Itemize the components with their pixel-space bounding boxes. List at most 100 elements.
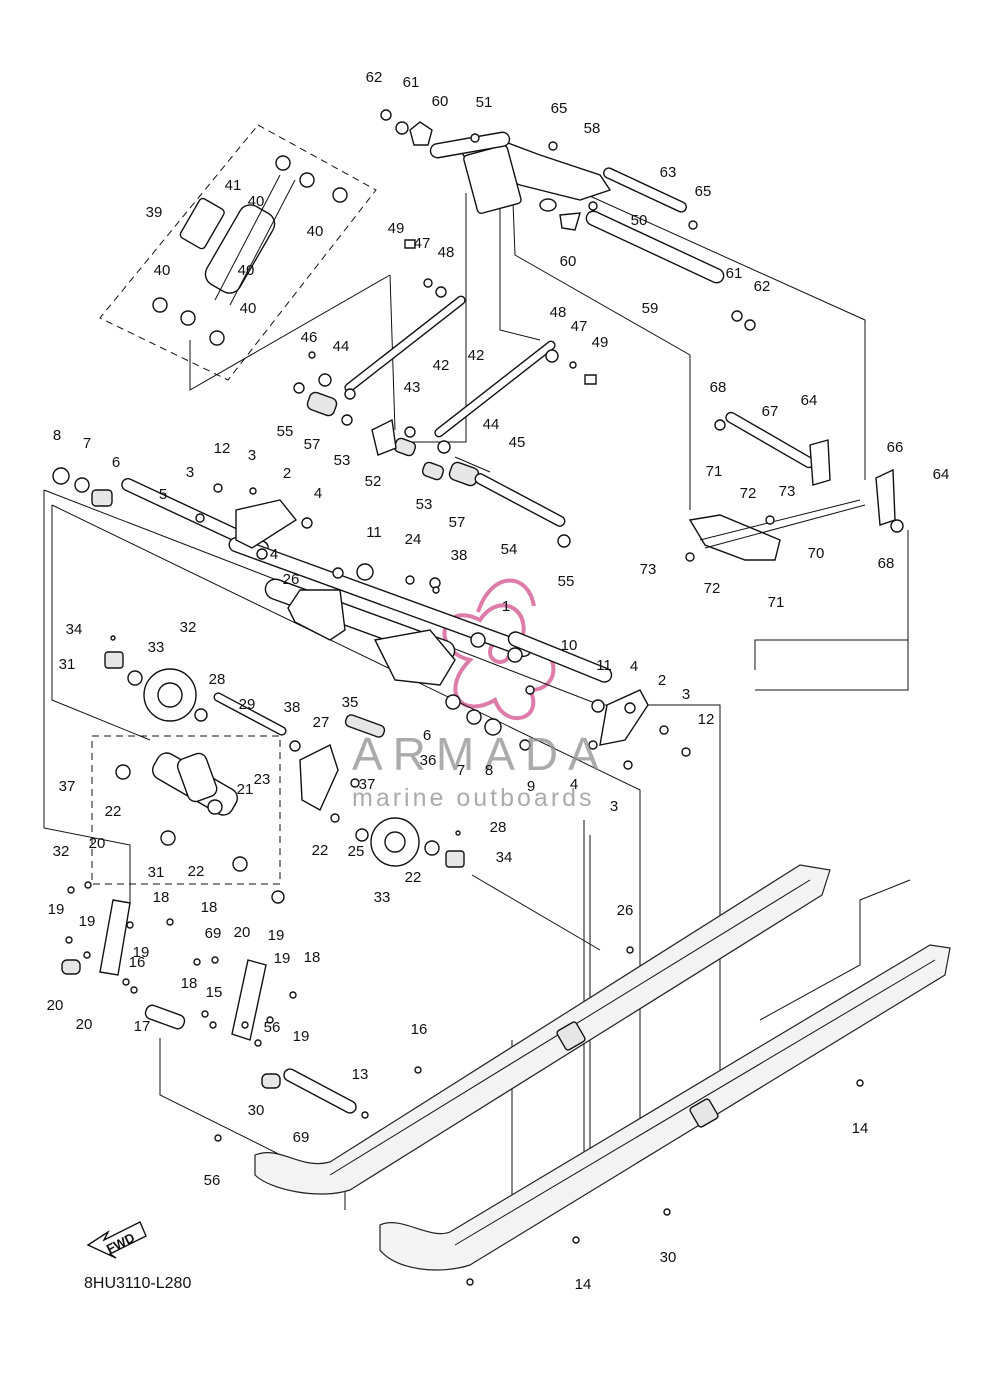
callout-number: 38	[284, 699, 301, 716]
callout-number: 4	[630, 658, 638, 675]
callout-number: 12	[698, 711, 715, 728]
callout-number: 26	[283, 571, 300, 588]
callout-number: 22	[188, 863, 205, 880]
callout-number: 60	[432, 93, 449, 110]
callout-number: 34	[496, 849, 513, 866]
callout-number: 62	[366, 69, 383, 86]
callout-number: 63	[660, 164, 677, 181]
callout-number: 32	[53, 843, 70, 860]
callout-number: 22	[312, 842, 329, 859]
callout-number: 57	[304, 436, 321, 453]
callout-number: 33	[148, 639, 165, 656]
callout-number: 42	[468, 347, 485, 364]
callout-number: 69	[293, 1129, 310, 1146]
callout-number: 49	[592, 334, 609, 351]
callout-number: 33	[374, 889, 391, 906]
callout-number: 54	[501, 541, 518, 558]
callout-number: 65	[695, 183, 712, 200]
callout-number: 40	[307, 223, 324, 240]
callout-number: 67	[762, 403, 779, 420]
callout-number: 14	[575, 1276, 592, 1293]
callout-number: 53	[334, 452, 351, 469]
callout-number: 60	[560, 253, 577, 270]
callout-number: 20	[89, 835, 106, 852]
callout-number: 51	[476, 94, 493, 111]
diagram-code: 8HU3110-L280	[84, 1275, 191, 1292]
callout-number: 46	[301, 329, 318, 346]
callout-number: 40	[248, 193, 265, 210]
callout-number: 57	[449, 514, 466, 531]
callout-number: 16	[411, 1021, 428, 1038]
callout-number: 2	[658, 672, 666, 689]
callout-number: 19	[48, 901, 65, 918]
callout-number: 61	[403, 74, 420, 91]
callout-number: 48	[550, 304, 567, 321]
callout-number: 11	[366, 524, 382, 541]
callout-number: 50	[631, 212, 648, 229]
callout-number: 41	[225, 177, 242, 194]
callout-number: 8	[53, 427, 61, 444]
callout-number: 19	[133, 944, 150, 961]
callout-number: 45	[509, 434, 526, 451]
callout-number: 9	[527, 778, 535, 795]
callout-number: 3	[248, 447, 256, 464]
callout-number: 12	[214, 440, 231, 457]
callout-number: 4	[314, 485, 322, 502]
callout-number: 14	[852, 1120, 869, 1137]
watermark-tagline: marine outboards	[352, 784, 595, 812]
callout-number: 28	[209, 671, 226, 688]
callout-number: 55	[277, 423, 294, 440]
callout-number: 44	[483, 416, 500, 433]
callout-number: 5	[159, 486, 167, 503]
callout-number: 40	[238, 262, 255, 279]
callout-number: 31	[59, 656, 76, 673]
callout-number: 7	[457, 762, 465, 779]
callout-number: 25	[348, 843, 365, 860]
callout-number: 40	[240, 300, 257, 317]
callout-number: 2	[283, 465, 291, 482]
callout-number: 20	[234, 924, 251, 941]
callout-number: 30	[248, 1102, 265, 1119]
callout-number: 71	[706, 463, 723, 480]
callout-number: 18	[153, 889, 170, 906]
callout-number: 13	[352, 1066, 369, 1083]
callout-number: 40	[154, 262, 171, 279]
callout-number: 15	[206, 984, 223, 1001]
callout-number: 66	[887, 439, 904, 456]
callout-number: 55	[558, 573, 575, 590]
callout-number: 38	[451, 547, 468, 564]
callout-number: 17	[134, 1018, 151, 1035]
callout-number: 24	[405, 531, 422, 548]
callout-number: 70	[808, 545, 825, 562]
callout-number: 73	[640, 561, 657, 578]
callout-number: 31	[148, 864, 165, 881]
callout-number: 71	[768, 594, 785, 611]
callout-number: 47	[571, 318, 588, 335]
callout-number: 18	[304, 949, 321, 966]
callout-number: 36	[420, 752, 437, 769]
callout-number: 22	[405, 869, 422, 886]
callout-number: 6	[423, 727, 431, 744]
callout-number: 68	[878, 555, 895, 572]
callout-number: 23	[254, 771, 271, 788]
callout-number: 21	[237, 781, 254, 798]
callout-number: 39	[146, 204, 163, 221]
callout-number: 27	[313, 714, 330, 731]
callout-number: 69	[205, 925, 222, 942]
callout-number: 22	[105, 803, 122, 820]
callout-number: 20	[76, 1016, 93, 1033]
callout-number: 72	[740, 485, 757, 502]
callout-number: 1	[502, 598, 510, 615]
callout-number: 47	[414, 235, 431, 252]
callout-number: 16	[129, 954, 146, 971]
callout-number: 56	[204, 1172, 221, 1189]
fwd-label: FWD	[104, 1230, 137, 1257]
callout-number: 11	[596, 657, 612, 674]
callout-number: 43	[404, 379, 421, 396]
callout-number: 48	[438, 244, 455, 261]
callout-number: 3	[610, 798, 618, 815]
callout-number: 20	[47, 997, 64, 1014]
callout-number: 4	[270, 546, 278, 563]
